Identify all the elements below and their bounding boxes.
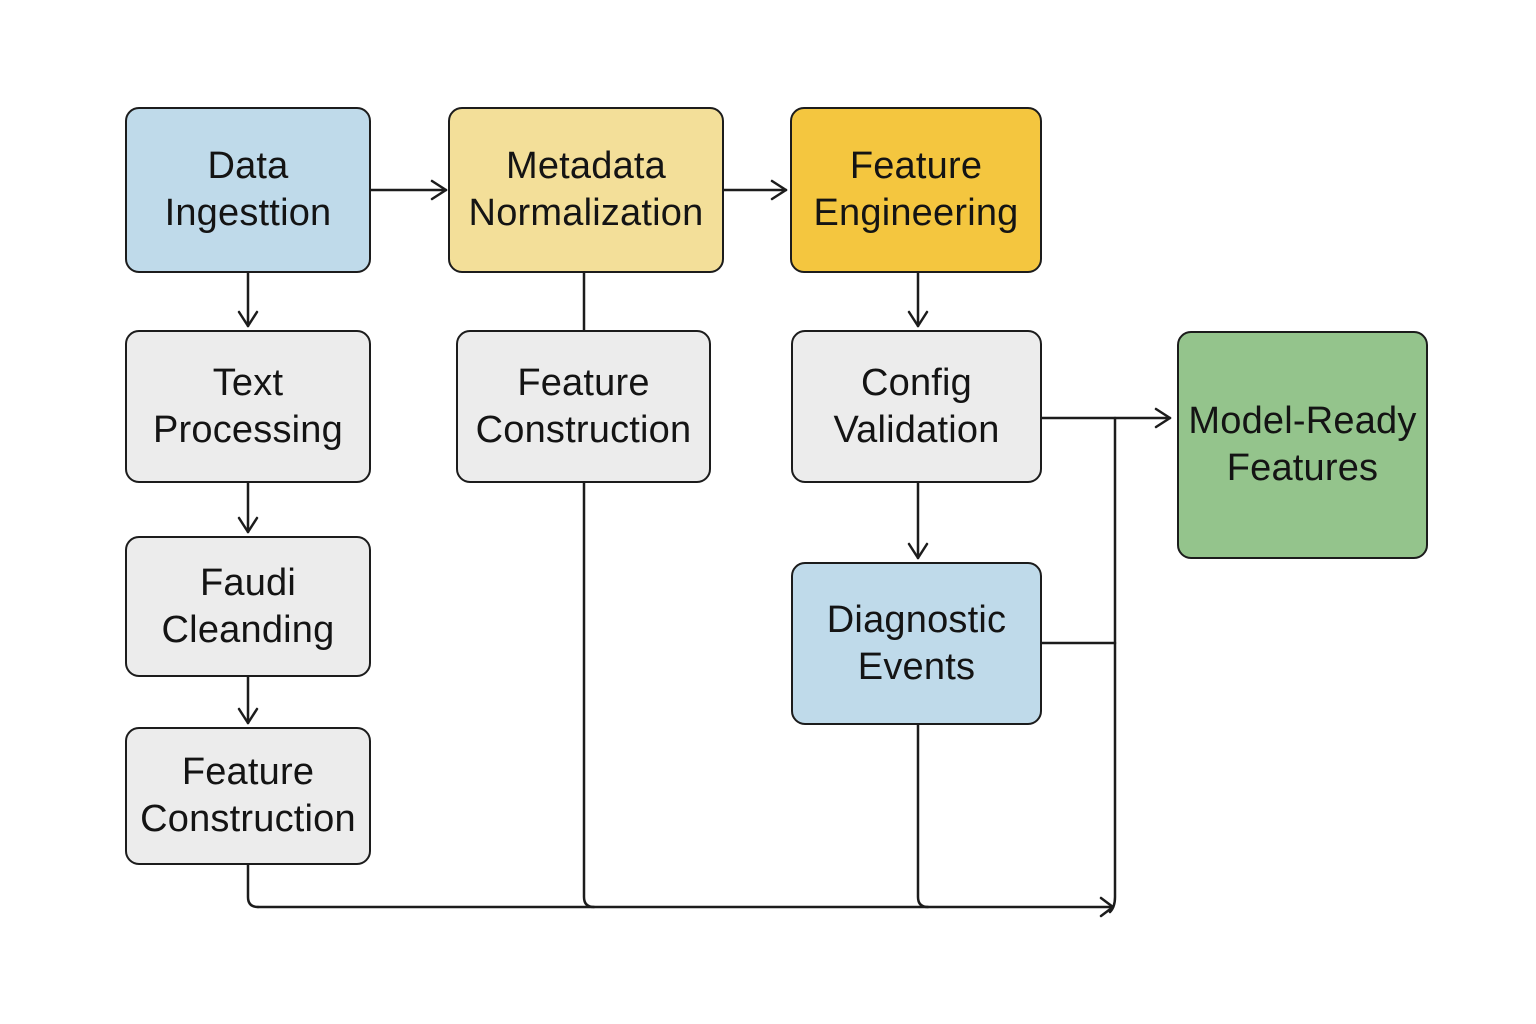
feature-construction-left-node: Feature Construction (125, 727, 371, 865)
text-processing-node: Text Processing (125, 330, 371, 483)
edge-left-construction-to-bus (246, 863, 260, 909)
arrowhead-engineering-to-config (907, 310, 929, 328)
feature-construction-mid-label: Feature Construction (475, 361, 692, 451)
arrowhead-config-to-diagnostic (907, 542, 929, 560)
metadata-normalization-label: Metadata Normalization (468, 145, 704, 234)
model-ready-features-node: Model-Ready Features (1177, 331, 1428, 559)
collector-vertical-line (1108, 416, 1117, 914)
faudi-cleanding-label: Faudi Cleanding (161, 561, 335, 651)
edge-mid-construction-to-bus (582, 481, 596, 909)
feature-engineering-node: Feature Engineering (790, 107, 1042, 273)
arrowhead-config-to-model-ready (1154, 407, 1172, 429)
feature-engineering-label: Feature Engineering (813, 145, 1019, 234)
feature-construction-left-label: Feature Construction (140, 751, 356, 840)
faudi-cleanding-node: Faudi Cleanding (125, 536, 371, 677)
data-ingestion-node: Data Ingesttion (125, 107, 371, 273)
model-ready-features-label: Model-Ready Features (1188, 400, 1417, 489)
diagnostic-events-node: Diagnostic Events (791, 562, 1042, 725)
arrowhead-text-to-cleanding (237, 516, 259, 534)
feature-construction-mid-node: Feature Construction (456, 330, 711, 483)
config-validation-node: Config Validation (791, 330, 1042, 483)
metadata-normalization-node: Metadata Normalization (448, 107, 724, 273)
config-validation-label: Config Validation (833, 361, 1000, 451)
text-processing-label: Text Processing (153, 361, 343, 451)
data-ingestion-label: Data Ingesttion (164, 145, 332, 234)
arrowhead-bottom-bus (1099, 896, 1115, 918)
arrowhead-normalization-to-engineering (770, 179, 788, 201)
diagnostic-events-label: Diagnostic Events (826, 598, 1007, 688)
arrowhead-cleanding-to-construction (237, 707, 259, 725)
edge-diagnostic-to-bus (916, 723, 930, 909)
arrowhead-ingestion-to-normalization (430, 179, 448, 201)
arrowhead-ingestion-to-text (237, 310, 259, 328)
